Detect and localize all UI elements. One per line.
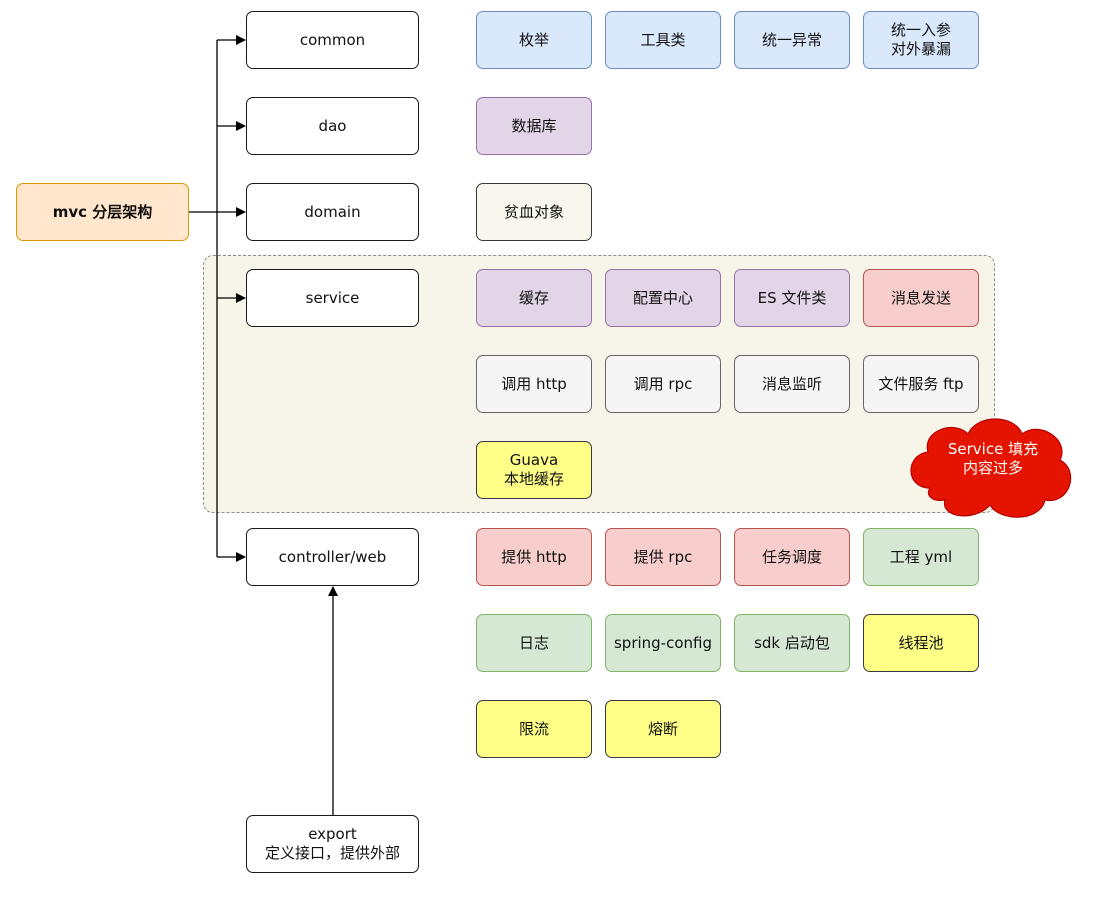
item-cache: 缓存: [476, 269, 592, 327]
item-database: 数据库: [476, 97, 592, 155]
item-unified-params: 统一入参 对外暴漏: [863, 11, 979, 69]
item-file-service-ftp: 文件服务 ftp: [863, 355, 979, 413]
item-utils: 工具类: [605, 11, 721, 69]
item-logging: 日志: [476, 614, 592, 672]
item-provide-http: 提供 http: [476, 528, 592, 586]
layer-controller-web: controller/web: [246, 528, 419, 586]
item-anemic-object: 贫血对象: [476, 183, 592, 241]
item-thread-pool: 线程池: [863, 614, 979, 672]
layer-common: common: [246, 11, 419, 69]
item-es-file: ES 文件类: [734, 269, 850, 327]
cloud-callout-shape: [910, 418, 1072, 518]
item-task-scheduling: 任务调度: [734, 528, 850, 586]
item-project-yml: 工程 yml: [863, 528, 979, 586]
item-provide-rpc: 提供 rpc: [605, 528, 721, 586]
item-circuit-breaker: 熔断: [605, 700, 721, 758]
item-rate-limit: 限流: [476, 700, 592, 758]
layer-export: export 定义接口，提供外部: [246, 815, 419, 873]
item-spring-config: spring-config: [605, 614, 721, 672]
item-enum: 枚举: [476, 11, 592, 69]
item-message-listen: 消息监听: [734, 355, 850, 413]
item-message-send: 消息发送: [863, 269, 979, 327]
layer-domain: domain: [246, 183, 419, 241]
item-config-center: 配置中心: [605, 269, 721, 327]
root-mvc-layering: mvc 分层架构: [16, 183, 189, 241]
item-sdk-starter: sdk 启动包: [734, 614, 850, 672]
layer-service: service: [246, 269, 419, 327]
item-call-http: 调用 http: [476, 355, 592, 413]
item-unified-exception: 统一异常: [734, 11, 850, 69]
item-guava-local-cache: Guava 本地缓存: [476, 441, 592, 499]
callout-service-overloaded: Service 填充 内容过多: [947, 440, 1039, 477]
layer-dao: dao: [246, 97, 419, 155]
item-call-rpc: 调用 rpc: [605, 355, 721, 413]
